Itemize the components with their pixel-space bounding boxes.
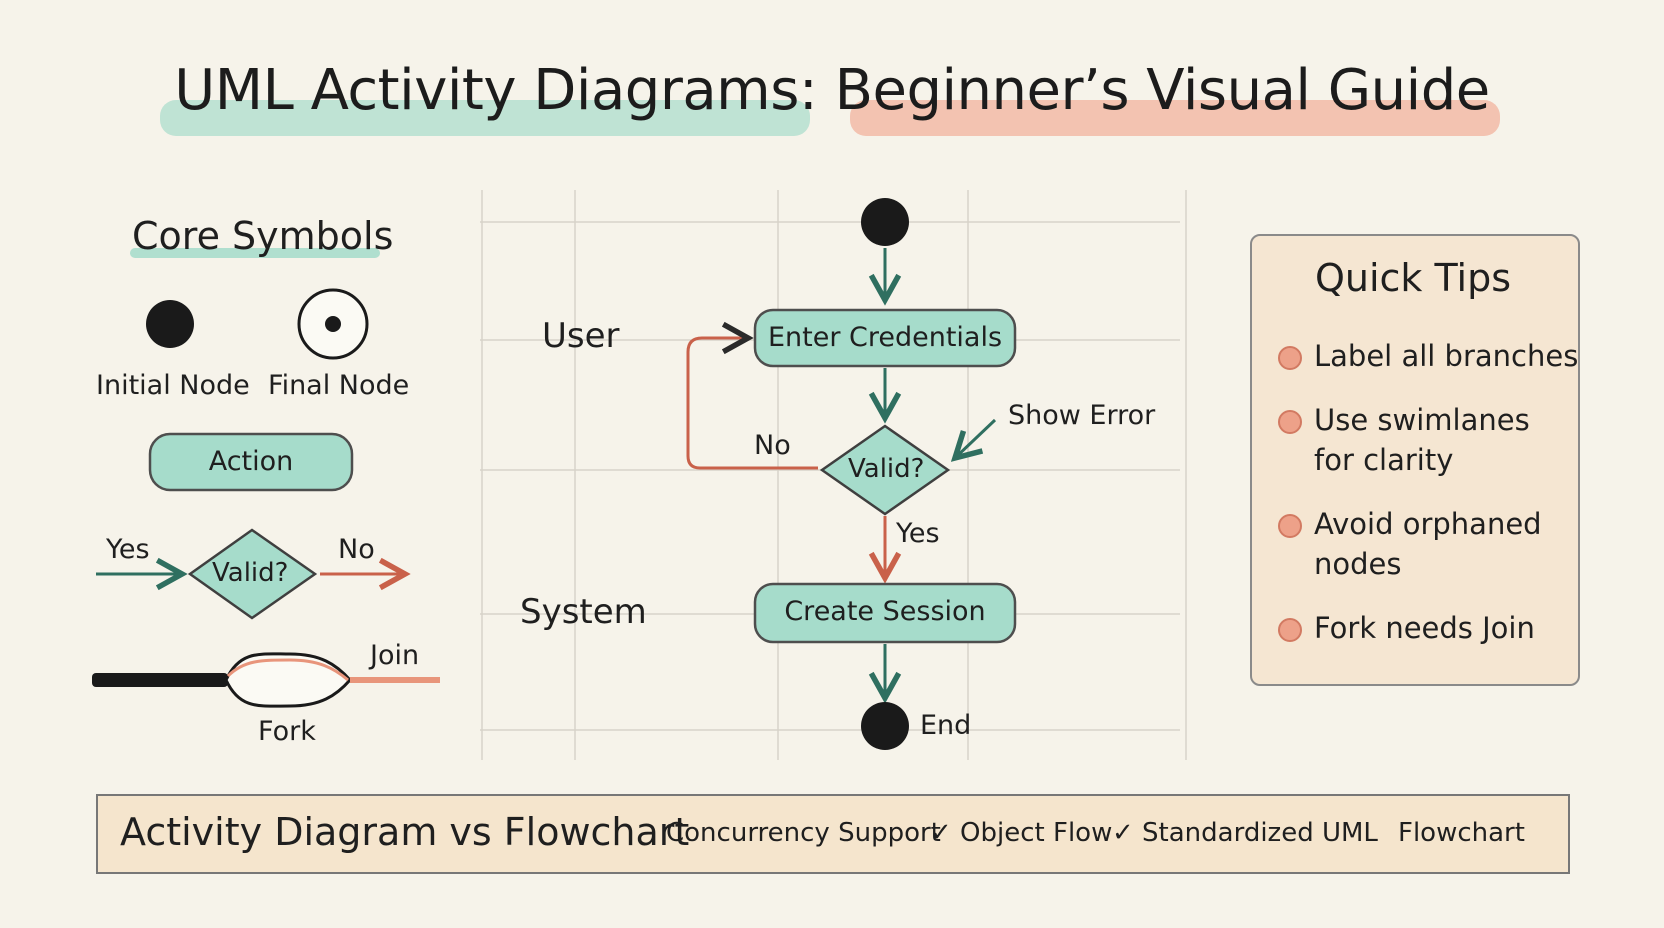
initial-node-label: Initial Node xyxy=(96,370,250,401)
flow-end-node xyxy=(861,702,909,750)
fork-join-accent xyxy=(226,658,349,682)
decision-symbol-label: Valid? xyxy=(212,558,289,588)
fork-label: Fork xyxy=(258,716,316,747)
quick-tips-panel xyxy=(1250,234,1580,686)
initial-node-symbol xyxy=(146,300,194,348)
decision-symbol xyxy=(187,528,318,620)
show-error-label: Show Error xyxy=(1008,400,1156,431)
page-title: UML Activity Diagrams: Beginner’s Visual… xyxy=(174,58,1490,123)
comparison-heading: Activity Diagram vs Flowchart xyxy=(120,810,690,854)
show-error-arrow xyxy=(955,418,997,458)
tip-item: Use swimlanes xyxy=(1314,403,1530,437)
lane-system-label: System xyxy=(520,592,647,632)
title-highlight-teal xyxy=(160,100,810,136)
tip-item-continued: for clarity xyxy=(1314,443,1454,477)
join-label: Join xyxy=(370,640,420,671)
tip-bullet xyxy=(1278,410,1302,434)
flow-start-node xyxy=(861,198,909,246)
comparison-item: Concurrency Support xyxy=(666,818,941,848)
tip-item-continued: nodes xyxy=(1314,547,1402,581)
tip-item: Fork needs Join xyxy=(1314,611,1535,645)
core-symbols-underline xyxy=(130,248,380,258)
final-node-label: Final Node xyxy=(268,370,410,401)
lane-user-label: User xyxy=(542,316,620,356)
end-label: End xyxy=(920,710,972,741)
comparison-bar xyxy=(96,794,1570,874)
action-symbol xyxy=(148,432,354,492)
decision-no-label: No xyxy=(338,534,375,565)
fork-join-shape xyxy=(224,652,352,708)
comparison-item: ✓ Standardized UML xyxy=(1112,818,1378,848)
swimlane-grid xyxy=(480,190,1187,760)
title-highlight-salmon xyxy=(850,100,1500,136)
tip-bullet xyxy=(1278,514,1302,538)
enter-credentials-label: Enter Credentials xyxy=(767,322,1003,353)
action-label: Action xyxy=(208,446,294,477)
enter-credentials-box xyxy=(753,308,1017,368)
yes-branch-label: Yes xyxy=(896,518,940,549)
decision-yes-label: Yes xyxy=(106,534,150,565)
no-branch-label: No xyxy=(754,430,791,461)
tip-item: Label all branches xyxy=(1314,339,1579,373)
valid-decision xyxy=(819,424,951,516)
create-session-box xyxy=(753,582,1017,644)
tip-bullet xyxy=(1278,346,1302,370)
final-node-symbol-inner xyxy=(325,316,341,332)
fork-bar xyxy=(92,673,228,687)
comparison-item: Flowchart xyxy=(1398,818,1525,848)
tip-item: Avoid orphaned xyxy=(1314,507,1542,541)
valid-label: Valid? xyxy=(848,454,925,484)
create-session-label: Create Session xyxy=(784,596,986,627)
tip-bullet xyxy=(1278,618,1302,642)
core-symbols-heading: Core Symbols xyxy=(132,214,394,258)
no-loop-arrow xyxy=(686,338,818,470)
comparison-item: ✓ Object Flow xyxy=(930,818,1113,848)
quick-tips-heading: Quick Tips xyxy=(1314,256,1512,300)
